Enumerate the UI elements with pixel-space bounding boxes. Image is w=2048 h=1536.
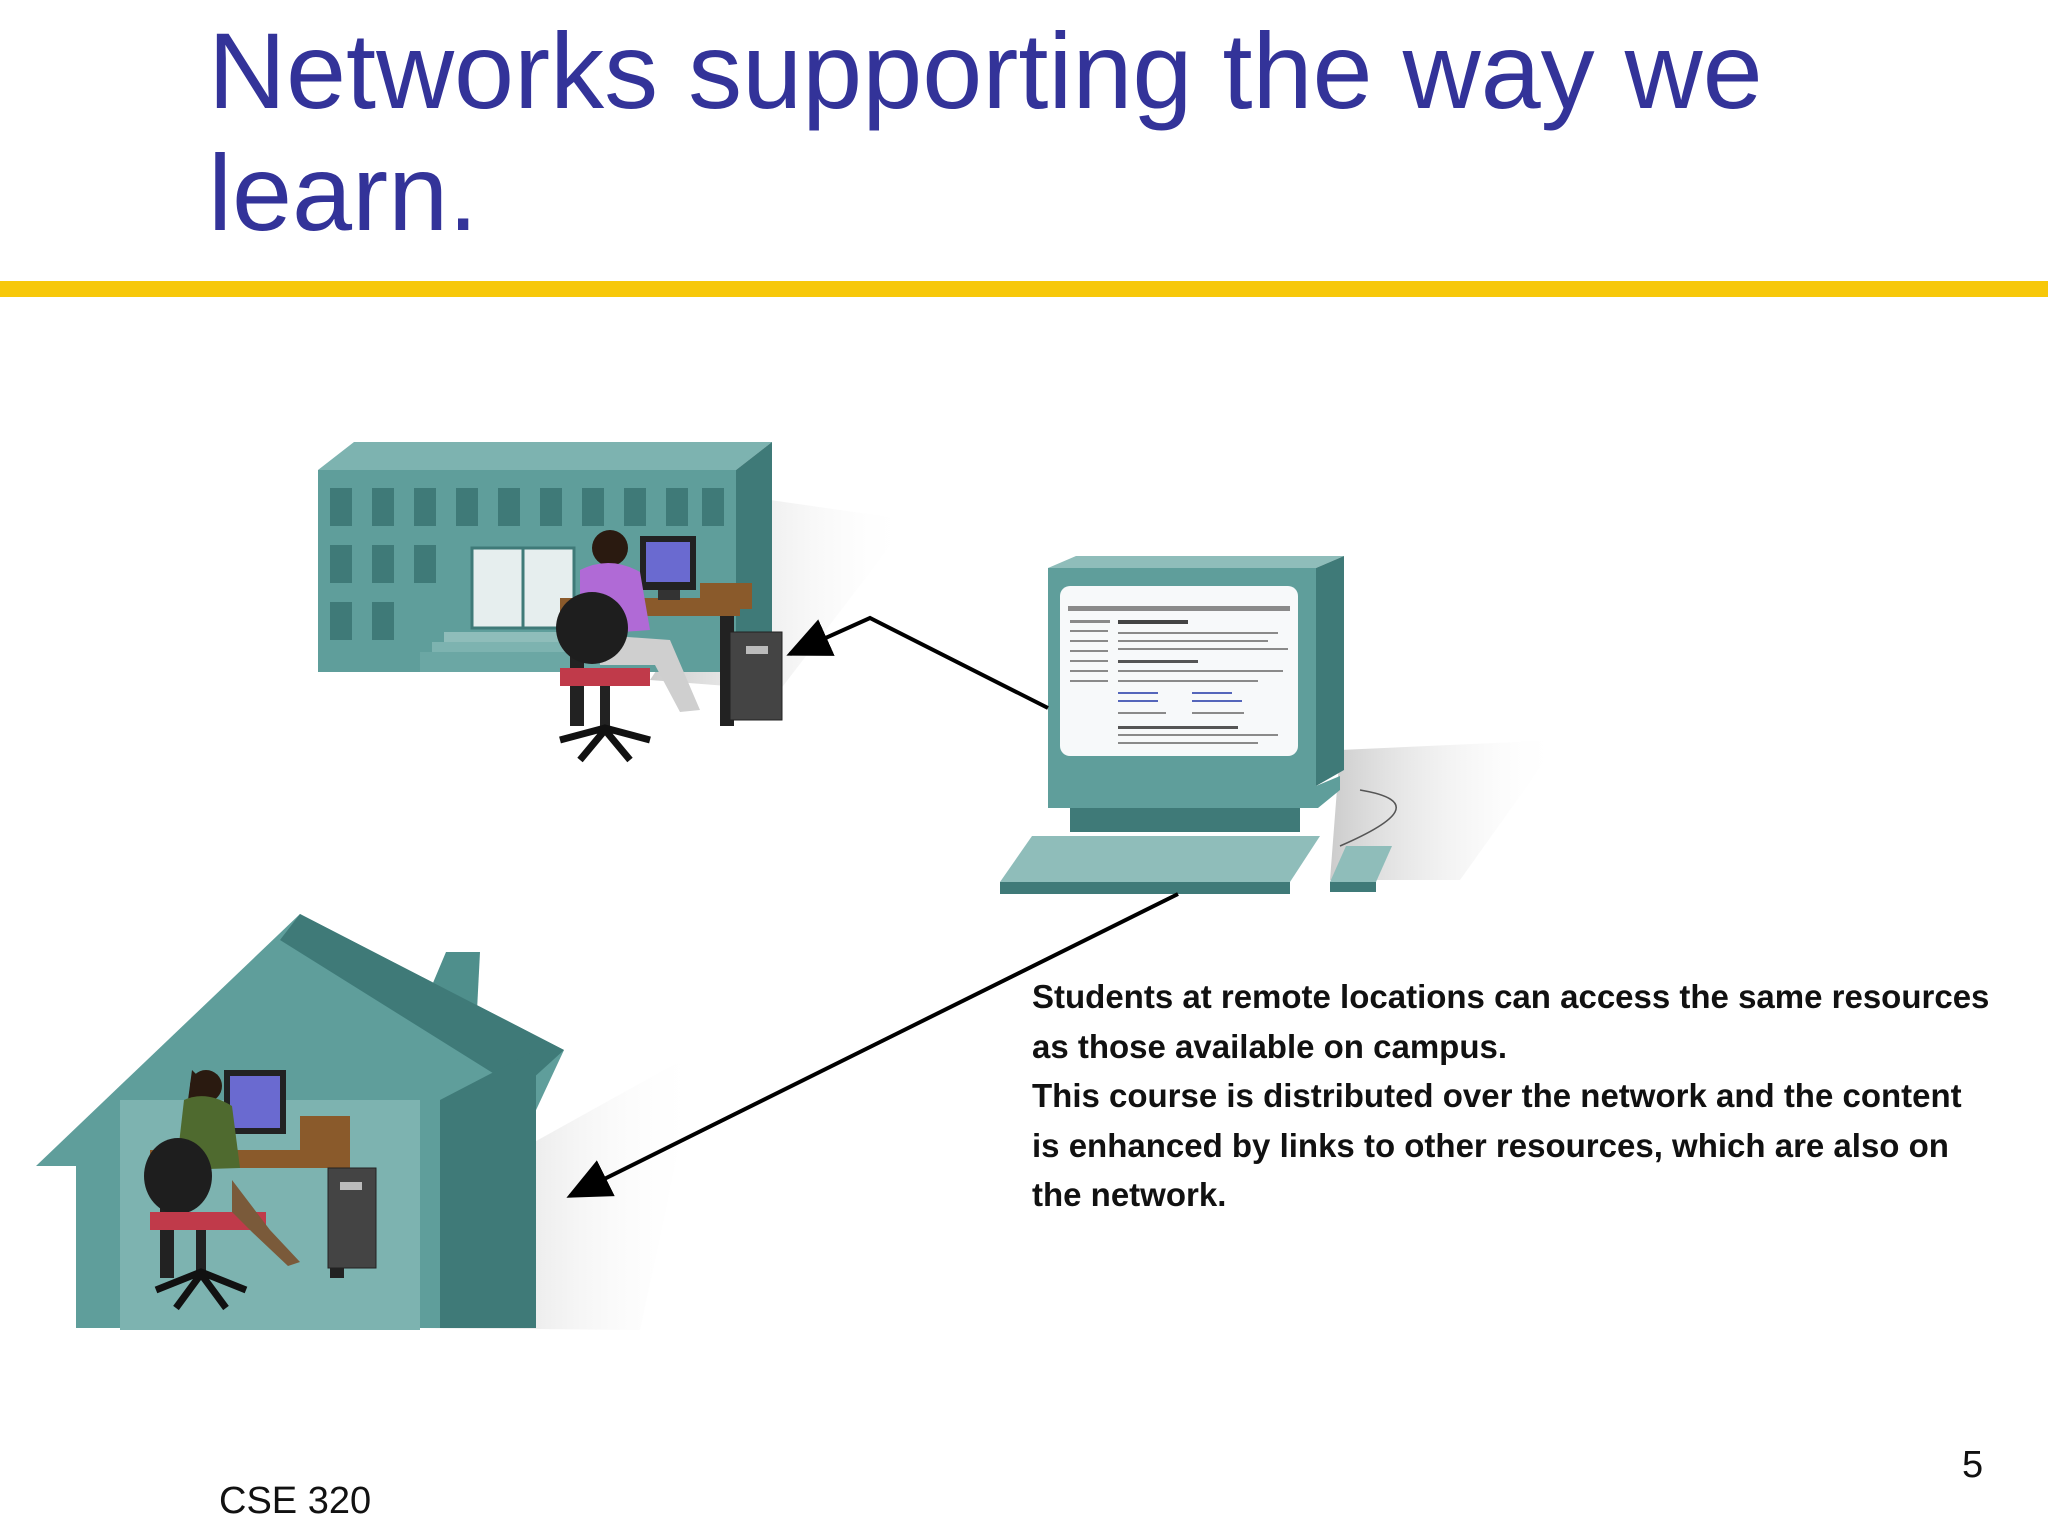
home-house: [36, 914, 700, 1330]
title-divider: [0, 281, 2048, 297]
network-illustration: [36, 442, 1560, 1330]
student-at-desk-home: [144, 1070, 377, 1311]
student-at-desk-campus: [556, 530, 783, 763]
slide-title: Networks supporting the way we learn.: [208, 10, 1763, 253]
course-server-computer: [1000, 556, 1560, 894]
network-arrows: [566, 615, 1179, 1198]
caption-line-remote-access: Students at remote locations can access …: [1032, 978, 1990, 1065]
slide-caption: Students at remote locations can access …: [1032, 972, 1992, 1220]
page-number: 5: [1962, 1444, 1984, 1486]
caption-line-distributed-course: This course is distributed over the netw…: [1032, 1077, 1962, 1213]
footer-course-label: CSE 320: [219, 1480, 372, 1522]
campus-building: [318, 442, 910, 690]
